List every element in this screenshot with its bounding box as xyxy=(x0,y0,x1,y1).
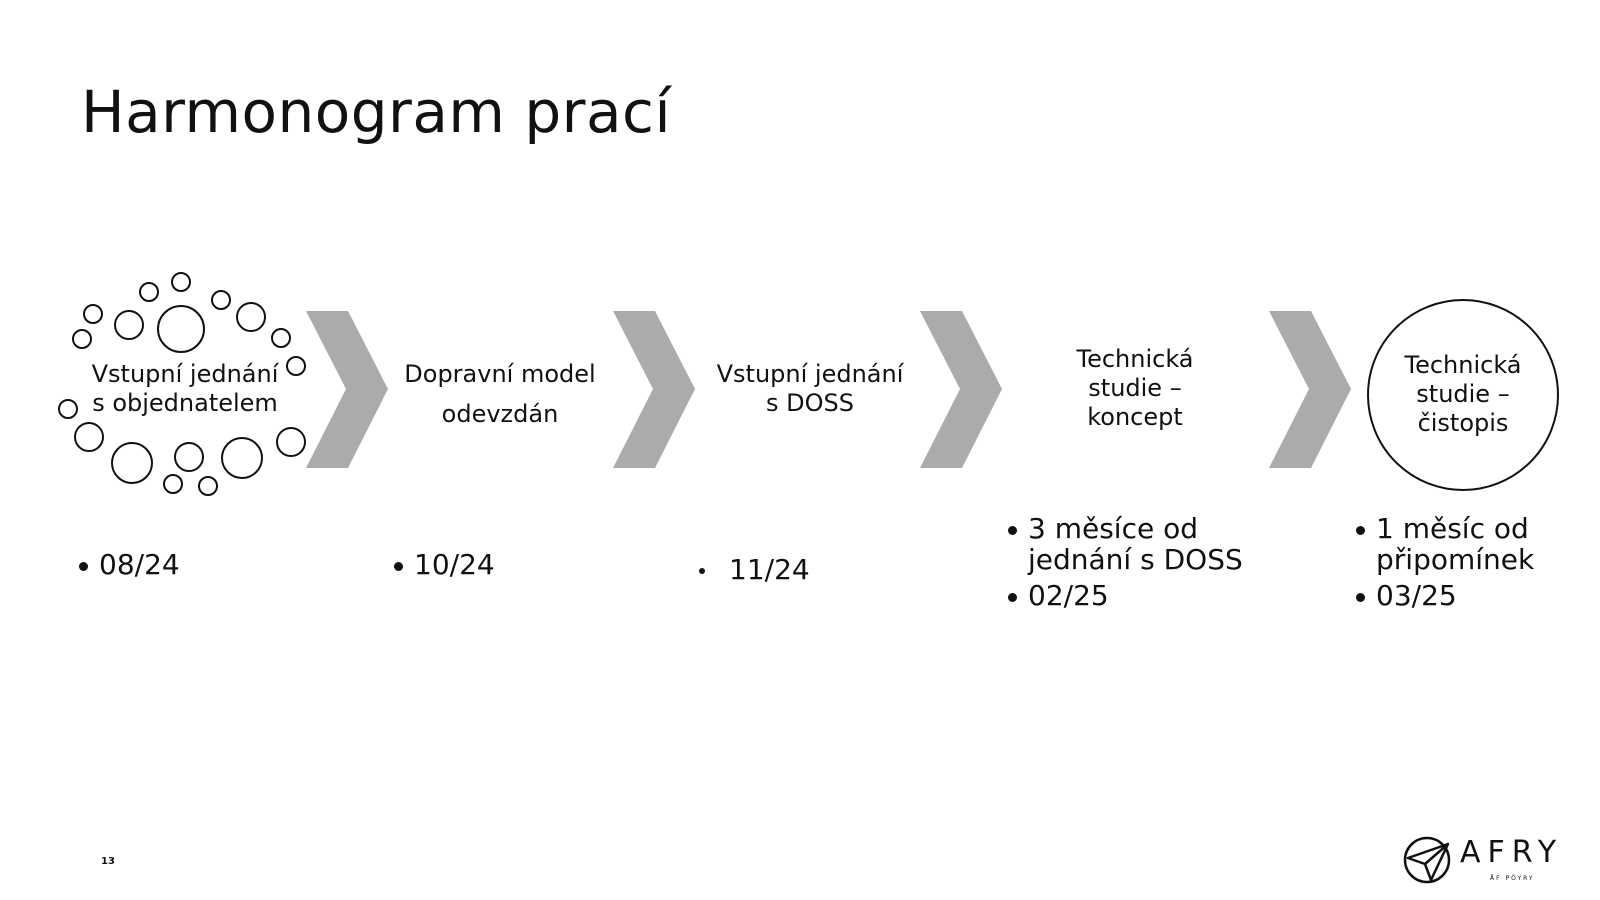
list-item: 10/24 xyxy=(392,549,495,580)
list-item: 08/24 xyxy=(77,549,180,580)
bubble xyxy=(74,422,104,452)
stage-3-dates: 11/24 xyxy=(697,554,810,590)
chevron-2 xyxy=(613,311,695,468)
list-item: 02/25 xyxy=(1006,580,1243,611)
bubble xyxy=(211,290,231,310)
chevron-1 xyxy=(306,311,388,468)
bubble xyxy=(114,310,144,340)
page-title: Harmonogram prací xyxy=(81,78,672,146)
bubble xyxy=(236,302,266,332)
page-number: 13 xyxy=(101,856,115,867)
chevrons xyxy=(306,311,1351,468)
list-item: 03/25 xyxy=(1354,580,1534,611)
bubble xyxy=(163,474,183,494)
chevron-3 xyxy=(920,311,1002,468)
chevron-4 xyxy=(1269,311,1351,468)
logo-subtext: ÅF PÖYRY xyxy=(1490,875,1535,882)
bubble xyxy=(198,476,218,496)
afry-logo: AFRY ÅF PÖYRY xyxy=(1403,834,1571,886)
bubble xyxy=(157,305,205,353)
bubble xyxy=(271,328,291,348)
list-item: 11/24 xyxy=(697,554,810,585)
bubble xyxy=(276,427,306,457)
stage-1-dates: 08/24 xyxy=(77,549,180,585)
bubble xyxy=(72,329,92,349)
stage-2-dates: 10/24 xyxy=(392,549,495,585)
logo-wordmark: AFRY xyxy=(1460,835,1564,870)
bubble xyxy=(111,442,153,484)
bubble-cluster xyxy=(58,272,306,496)
bubble xyxy=(171,272,191,292)
final-stage-circle xyxy=(1367,299,1559,491)
bubble xyxy=(286,356,306,376)
bubble xyxy=(58,399,78,419)
bubble xyxy=(139,282,159,302)
bubble xyxy=(83,304,103,324)
bubble xyxy=(221,437,263,479)
paper-plane-icon xyxy=(1403,836,1451,884)
bubble xyxy=(174,442,204,472)
